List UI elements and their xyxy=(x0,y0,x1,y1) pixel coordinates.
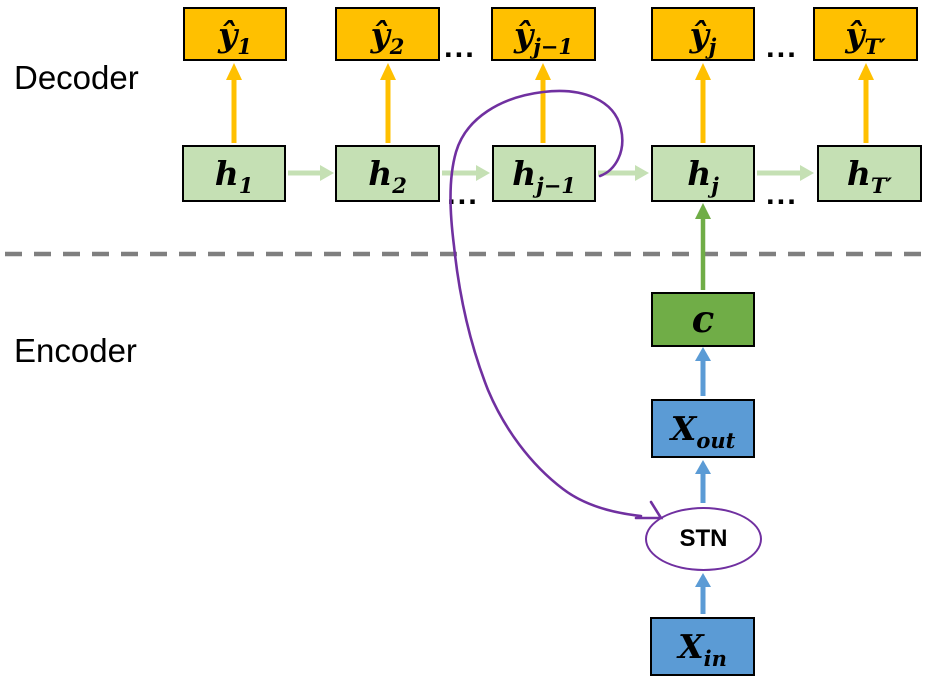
stn-label: STN xyxy=(679,525,728,552)
arrow-xout-to-c xyxy=(695,347,711,396)
context-label-c: c xyxy=(691,297,715,341)
output-label-yj: ŷj xyxy=(689,14,717,59)
hidden-box-h1: h1 xyxy=(182,145,286,202)
xout-label: Xout xyxy=(670,409,736,453)
output-label-y2: ŷ2 xyxy=(370,14,405,59)
arrow-h1-to-h2 xyxy=(288,165,334,181)
decoder-section-label: Decoder xyxy=(14,59,139,96)
hidden-box-h2: h2 xyxy=(335,145,440,202)
context-box-c: c xyxy=(651,292,755,347)
arrow-hj-1-to-hj xyxy=(598,165,649,181)
hidden-box-hj: hj xyxy=(651,145,755,202)
arrow-h2-to-y2 xyxy=(380,63,396,143)
output-box-yj: ŷj xyxy=(651,7,755,61)
output-box-y1: ŷ1 xyxy=(183,7,287,61)
ellipsis-hidden-right: ... xyxy=(766,176,798,211)
arrow-hj-to-yj xyxy=(695,63,711,143)
output-box-y2: ŷ2 xyxy=(335,7,440,61)
stn-ellipse: STN xyxy=(645,507,762,571)
arrow-h1-to-y1 xyxy=(226,63,242,143)
hidden-label-h1: h1 xyxy=(214,154,254,198)
arrow-stn-to-xout xyxy=(695,460,711,503)
output-label-yT: ŷT′ xyxy=(845,14,886,59)
output-label-y1: ŷ1 xyxy=(218,14,252,59)
hidden-label-hT: hT′ xyxy=(846,154,893,198)
ellipsis-outputs-left: ... xyxy=(444,29,476,64)
ellipsis-outputs-right: ... xyxy=(766,29,798,64)
arrow-hj-1-to-yj-1 xyxy=(535,63,551,143)
hidden-box-hT: hT′ xyxy=(817,145,922,202)
output-box-yj-1: ŷj−1 xyxy=(491,7,596,61)
ellipsis-hidden-left: ... xyxy=(447,176,479,211)
arrow-c-to-hj xyxy=(695,203,711,290)
xin-box: Xin xyxy=(650,617,755,676)
encoder-section-label: Encoder xyxy=(14,332,137,369)
xout-box: Xout xyxy=(651,399,755,458)
hidden-label-hj-1: hj−1 xyxy=(512,154,576,198)
output-label-yj-1: ŷj−1 xyxy=(514,14,573,59)
output-box-yT: ŷT′ xyxy=(813,7,918,61)
hidden-label-hj: hj xyxy=(687,154,719,198)
arrow-xin-to-stn xyxy=(695,573,711,614)
hidden-box-hj-1: hj−1 xyxy=(492,145,596,202)
hidden-label-h2: h2 xyxy=(368,154,407,198)
arrow-hT-to-yT xyxy=(858,63,874,143)
xin-label: Xin xyxy=(678,627,727,671)
